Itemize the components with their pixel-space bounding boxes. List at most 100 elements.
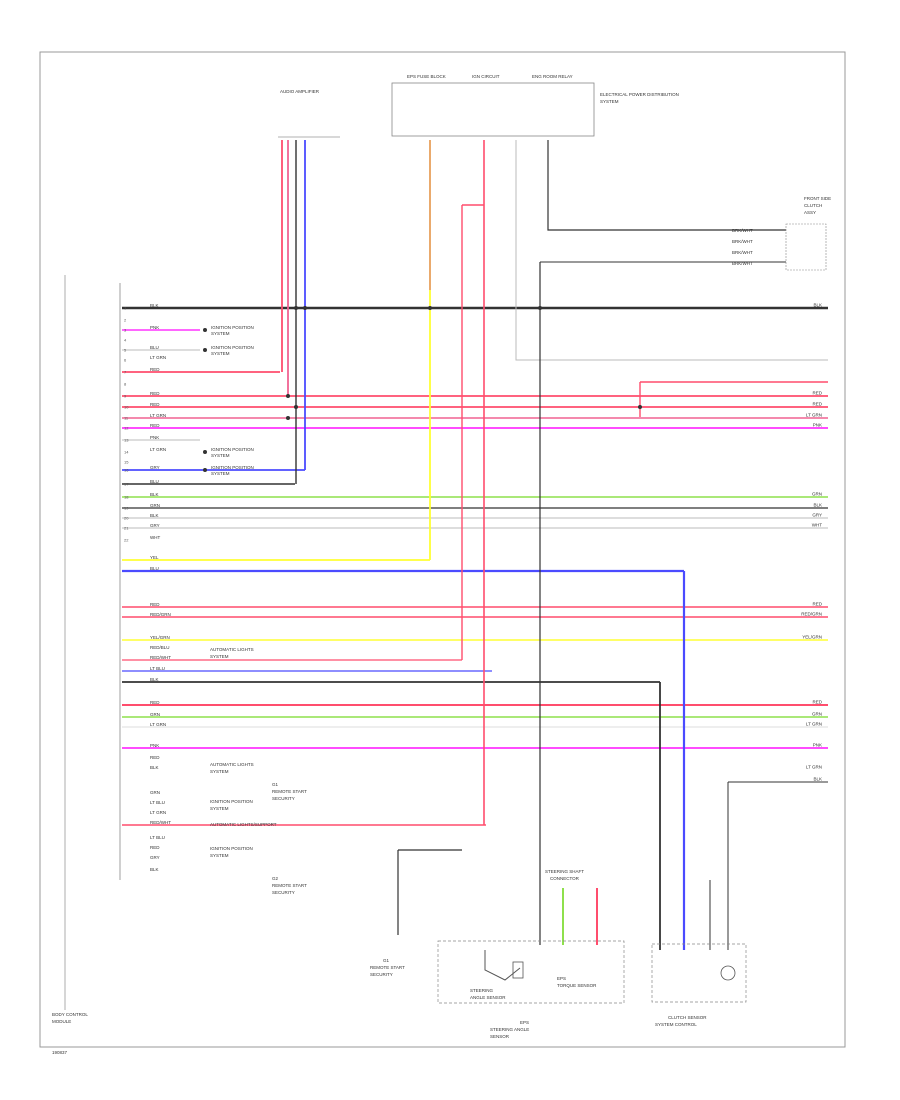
sas-top-label-2: CONNECTOR (550, 876, 580, 881)
bcm-title-1: BODY CONTROL (52, 1012, 88, 1017)
annotation-a5: AUTOMATIC LIGHTS/SUPPORT (210, 822, 277, 827)
wire-code-label: GRN (150, 712, 160, 717)
fuse-wire-black (547, 140, 786, 231)
fuse-wire-grey (515, 140, 828, 361)
splice-dot (294, 306, 298, 310)
wire-code-label: BLK (150, 677, 159, 682)
bcm-pin-code: PNK (150, 325, 159, 330)
right-wire-label: GRN (812, 492, 822, 497)
bcm-pin-number: 17 (124, 482, 129, 487)
pin-note-bullet (203, 328, 207, 332)
annotation-a6-1: IGNITION POSITION (210, 846, 253, 851)
right-wire-label: RED (812, 602, 822, 607)
annotation-a1-1: AUTOMATIC LIGHTS (210, 647, 254, 652)
bcm-pin-code: BLK (150, 492, 159, 497)
bcm-pin-number: 20 (124, 516, 129, 521)
front-side-connector (785, 223, 827, 271)
right-wire-label: GRY (812, 513, 822, 518)
splice-dot (638, 405, 642, 409)
right-wire-label: GRN (812, 712, 822, 717)
annotation-a6-2: SYSTEM (210, 853, 229, 858)
pin-note: SYSTEM (211, 471, 230, 476)
ground-title-2: REMOTE START (370, 965, 405, 970)
annotation-a3-1: G1 (272, 782, 279, 787)
bcm-pin-code: GRY (150, 523, 160, 528)
right-wire-label: LT GRN (806, 413, 822, 418)
splice-dot (428, 306, 432, 310)
front-side-pin-2: BRK/WHT (732, 239, 753, 244)
right-wire-label: BLK (813, 503, 822, 508)
bcm-pin-number: 15 (124, 460, 129, 465)
bcm-pin-code: LT GRN (150, 447, 166, 452)
bcm-pin-code: LT GRN (150, 355, 166, 360)
clutch-housing (651, 943, 747, 1003)
pin-note: IGNITION POSITION (211, 325, 254, 330)
sas-title-2: STEERING ANGLE (490, 1027, 529, 1032)
wire-code-label: PNK (150, 743, 159, 748)
right-wire-label: RED/GRN (801, 612, 822, 617)
bcm-pin-code: PNK (150, 435, 159, 440)
wire-code-label: RED/WHT (150, 820, 171, 825)
clutch-title-2: SYSTEM CONTROL (655, 1022, 697, 1027)
bcm-pin-number: 4 (124, 338, 127, 343)
bcm-pin-number: 19 (124, 506, 129, 511)
bcm-pin-code: RED (150, 367, 160, 372)
pin-note: IGNITION POSITION (211, 447, 254, 452)
fuse-block-assembly: EPS FUSE BLOCK IGN CIRCUIT ENG ROOM RELA… (391, 74, 679, 137)
bcm-pin-number: 7 (124, 370, 127, 375)
clutch-title-1: CLUTCH SENSOR (668, 1015, 707, 1020)
wires-layer (122, 140, 828, 950)
fuse-block-section-2: IGN CIRCUIT (472, 74, 500, 79)
pin-note-bullet (203, 468, 207, 472)
pin-note: IGNITION POSITION (211, 345, 254, 350)
front-side-pin-1: BRK/WHT (732, 228, 753, 233)
right-wire-label: RED (812, 391, 822, 396)
ground-remote-start: G1 REMOTE START SECURITY (370, 958, 405, 977)
annotation-a2-2: SYSTEM (210, 769, 229, 774)
right-wire-label: PNK (813, 743, 822, 748)
sas-inner-1: EPS (557, 976, 566, 981)
right-wire-label: LT GRN (806, 722, 822, 727)
fuse-block-section-1: EPS FUSE BLOCK (407, 74, 446, 79)
right-wire-label: BLK (813, 777, 822, 782)
sas-switch-symbol (484, 950, 521, 981)
right-wire-label: PNK (813, 423, 822, 428)
pin-note-bullet (203, 348, 207, 352)
annotation-a1-2: SYSTEM (210, 654, 229, 659)
bcm-pin-number: 8 (124, 382, 127, 387)
clutch-sensor-symbol (720, 965, 736, 981)
wire-code-label: RED (150, 602, 160, 607)
bcm-pin-number: 11 (124, 416, 129, 421)
page-code: 190837 (52, 1050, 68, 1055)
right-wire-label: RED (812, 700, 822, 705)
fuse-block-box (391, 82, 595, 137)
wire-code-label: BLK (150, 765, 159, 770)
wire-code-label: LT GRN (150, 810, 166, 815)
annotation-a4-1: IGNITION POSITION (210, 799, 253, 804)
annotation-a2-1: AUTOMATIC LIGHTS (210, 762, 254, 767)
right-wire-label: YEL/GRN (802, 635, 822, 640)
lower-annotations: AUTOMATIC LIGHTS SYSTEM AUTOMATIC LIGHTS… (210, 647, 307, 895)
splice-dot (538, 306, 542, 310)
bcm-pin-code: BLK (150, 303, 159, 308)
annotation-a7-3: SECURITY (272, 890, 295, 895)
bcm-pin-code: BLU (150, 345, 159, 350)
bcm-pin-number: 6 (124, 358, 127, 363)
pin-note: SYSTEM (211, 351, 230, 356)
front-side-pin-4: BRK/WHT (732, 261, 753, 266)
bcm-pin-code: BLK (150, 513, 159, 518)
front-side-title-3: ASSY (804, 210, 816, 215)
wire-code-label: RED/GRN (150, 612, 171, 617)
bcm-pin-number: 1 (124, 306, 127, 311)
pin-note-bullet (203, 450, 207, 454)
bcm-title-2: MODULE (52, 1019, 71, 1024)
sas-top-label-1: STEERING SHAFT (545, 869, 584, 874)
annotation-a3-2: REMOTE START (272, 789, 307, 794)
audio-amplifier-title: AUDIO AMPLIFIER (280, 89, 320, 94)
bcm-pin-number: 14 (124, 450, 129, 455)
bcm-pin-number: 2 (124, 318, 127, 323)
